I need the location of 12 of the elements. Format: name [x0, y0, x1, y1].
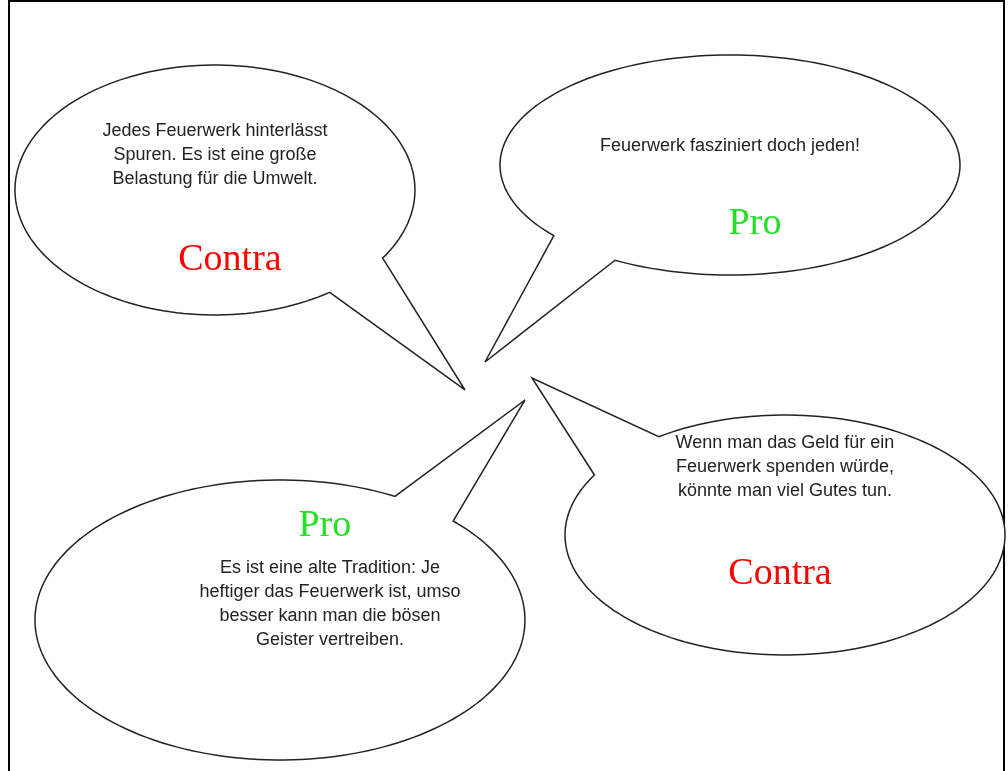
bubble-text: Feuerwerk fasziniert doch jeden!: [598, 134, 862, 157]
speech-bubble: [531, 377, 1006, 656]
verdict-label: Pro: [728, 200, 782, 242]
bubble-text: Jedes Feuerwerk hinterlässt Spuren. Es ist eine große Belastung für die Umwelt.: [101, 119, 329, 190]
speech-bubble: [484, 54, 961, 363]
bubble-text: Es ist eine alte Tradition: Je heftiger das Feuerwerk ist, umso besser kann man die bösen Geister vertreiben.: [198, 556, 462, 651]
verdict-label: Contra: [178, 236, 282, 278]
verdict-label: Contra: [728, 550, 832, 592]
speech-bubble: [34, 399, 526, 761]
speech-bubble: [14, 64, 466, 391]
bubble-text: Wenn man das Geld für ein Feuerwerk spenden würde, könnte man viel Gutes tun.: [674, 431, 896, 502]
verdict-label: Pro: [298, 502, 352, 544]
